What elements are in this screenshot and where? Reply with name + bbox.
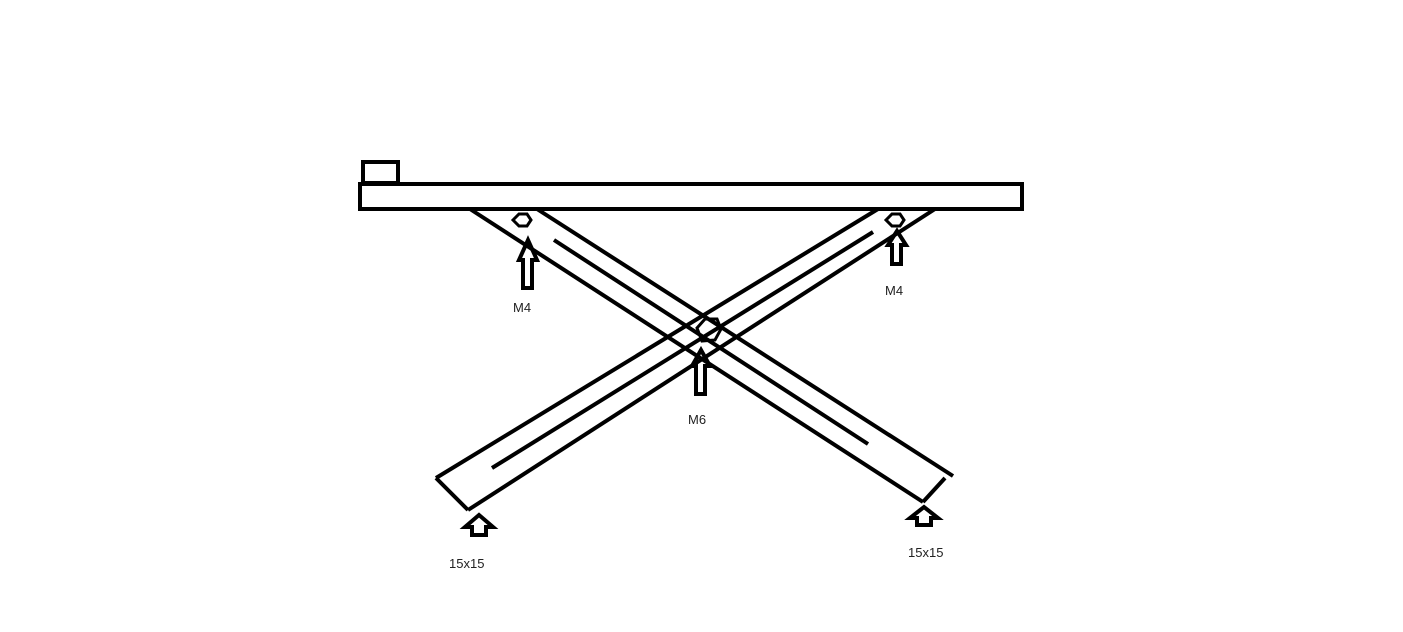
label-bolt-right: M4 — [885, 283, 903, 298]
top-board — [358, 182, 1024, 211]
leg-a — [468, 207, 955, 504]
arrow-up-icon — [904, 504, 944, 527]
label-foot-right: 15x15 — [908, 545, 943, 560]
top-block — [361, 160, 400, 185]
leg-b-slot — [490, 230, 875, 470]
label-bolt-center: M6 — [688, 412, 706, 427]
label-foot-left: 15x15 — [449, 556, 484, 571]
arrow-up-icon — [459, 512, 499, 537]
leg-b — [434, 207, 937, 512]
center-nut-icon — [695, 317, 723, 343]
leg-a-slot — [552, 238, 870, 446]
nut-icon — [883, 212, 906, 228]
arrow-up-icon — [688, 345, 714, 396]
arrow-up-icon — [515, 235, 541, 290]
nut-icon — [510, 212, 533, 228]
label-bolt-left: M4 — [513, 300, 531, 315]
arrow-up-icon — [884, 227, 910, 266]
